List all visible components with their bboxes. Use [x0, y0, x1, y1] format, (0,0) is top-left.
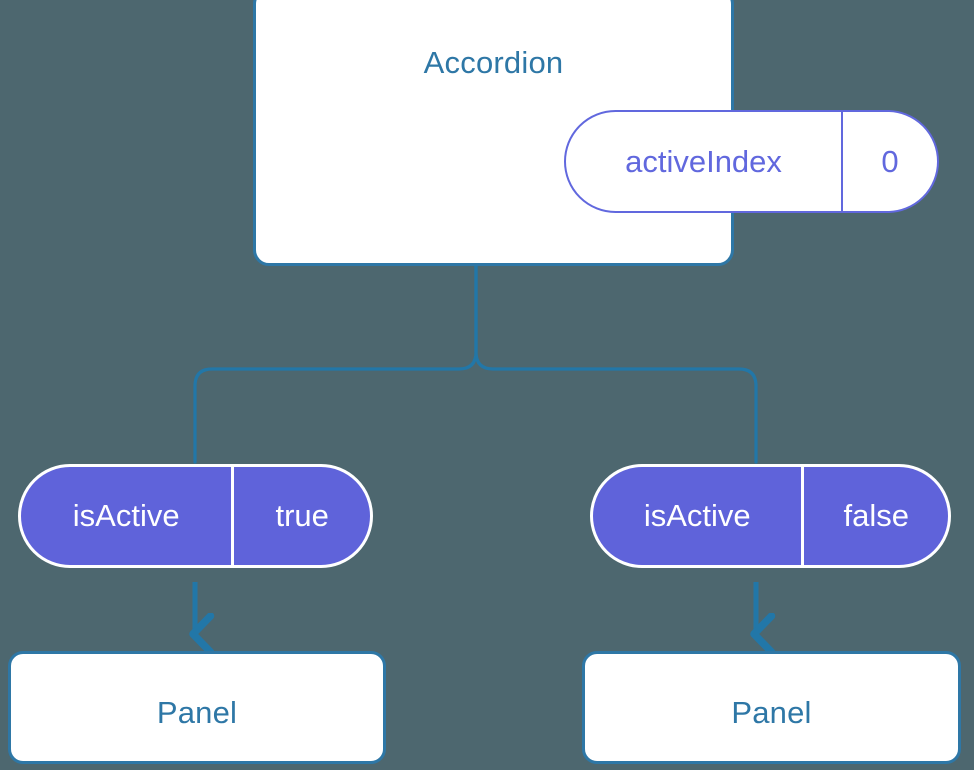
state-pill-activeindex[interactable]: activeIndex 0 — [564, 110, 939, 213]
prop-pill-value: true — [231, 467, 370, 565]
component-card-panel-right[interactable]: Panel — [582, 651, 961, 764]
prop-pill-key: isActive — [643, 498, 751, 533]
prop-pill-isactive-false[interactable]: isActive false — [590, 464, 951, 568]
component-card-accordion[interactable]: Accordion activeIndex 0 — [253, 0, 939, 266]
component-title-panel: Panel — [156, 695, 238, 730]
prop-pill-value: false — [801, 467, 948, 565]
connector-root-to-right — [474, 263, 758, 464]
prop-pill-isactive-true[interactable]: isActive true — [18, 464, 373, 568]
component-card-panel-left[interactable]: Panel — [8, 651, 386, 764]
component-title-accordion: Accordion — [423, 45, 564, 80]
connector-root-to-left — [193, 263, 478, 464]
component-title-panel: Panel — [731, 695, 812, 730]
state-pill-key: activeIndex — [625, 143, 782, 179]
prop-pill-key: isActive — [72, 498, 180, 533]
state-pill-value: 0 — [841, 112, 937, 211]
